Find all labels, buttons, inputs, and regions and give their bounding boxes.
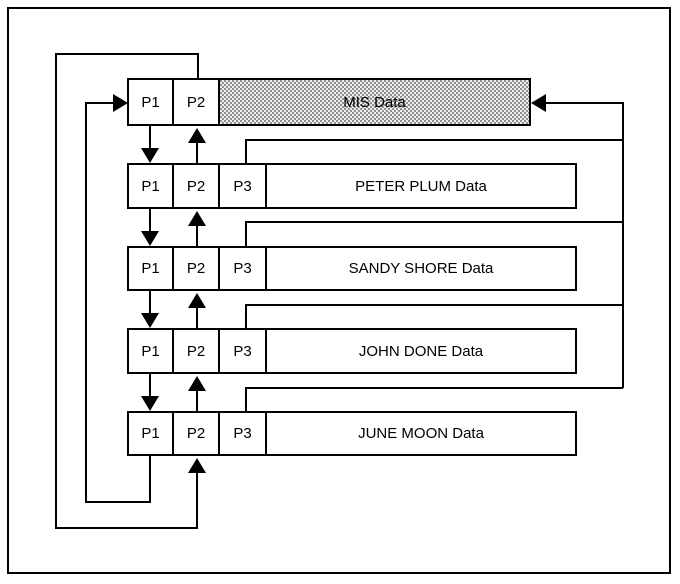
john-pointer-p1: P1 [127, 328, 174, 374]
sandy-pointer-p2: P2 [172, 246, 220, 291]
john-data-box: JOHN DONE Data [265, 328, 577, 374]
link-prev-sandy-to-peter [188, 211, 206, 246]
link-next-mis-to-peter [141, 126, 159, 163]
mis-pointer-p1: P1 [127, 78, 174, 126]
link-prev-june-to-john [188, 376, 206, 411]
peter-pointer-p3: P3 [218, 163, 267, 209]
mis-data-box: MIS Data [218, 78, 531, 126]
link-loop-june-next-to-mis [85, 94, 151, 503]
link-p3-peter-to-mis [245, 139, 623, 163]
john-pointer-p2: P2 [172, 328, 220, 374]
link-loop-mis-prev-to-june [55, 53, 206, 529]
link-p3-june-to-mis [245, 387, 623, 411]
link-next-peter-to-sandy [141, 209, 159, 246]
link-prev-peter-to-mis [188, 128, 206, 163]
peter-pointer-p1: P1 [127, 163, 174, 209]
mis-pointer-p2: P2 [172, 78, 220, 126]
john-pointer-p3: P3 [218, 328, 267, 374]
link-next-sandy-to-john [141, 291, 159, 328]
link-next-john-to-june [141, 374, 159, 411]
sandy-pointer-p3: P3 [218, 246, 267, 291]
june-pointer-p2: P2 [172, 411, 220, 456]
sandy-pointer-p1: P1 [127, 246, 174, 291]
peter-data-box: PETER PLUM Data [265, 163, 577, 209]
june-pointer-p3: P3 [218, 411, 267, 456]
link-p3-bus-into-mis [531, 94, 624, 388]
june-data-box: JUNE MOON Data [265, 411, 577, 456]
sandy-data-box: SANDY SHORE Data [265, 246, 577, 291]
link-prev-john-to-sandy [188, 293, 206, 328]
june-pointer-p1: P1 [127, 411, 174, 456]
link-p3-sandy-to-mis [245, 221, 623, 246]
peter-pointer-p2: P2 [172, 163, 220, 209]
diagram-border [7, 7, 671, 574]
link-p3-john-to-mis [245, 304, 623, 328]
